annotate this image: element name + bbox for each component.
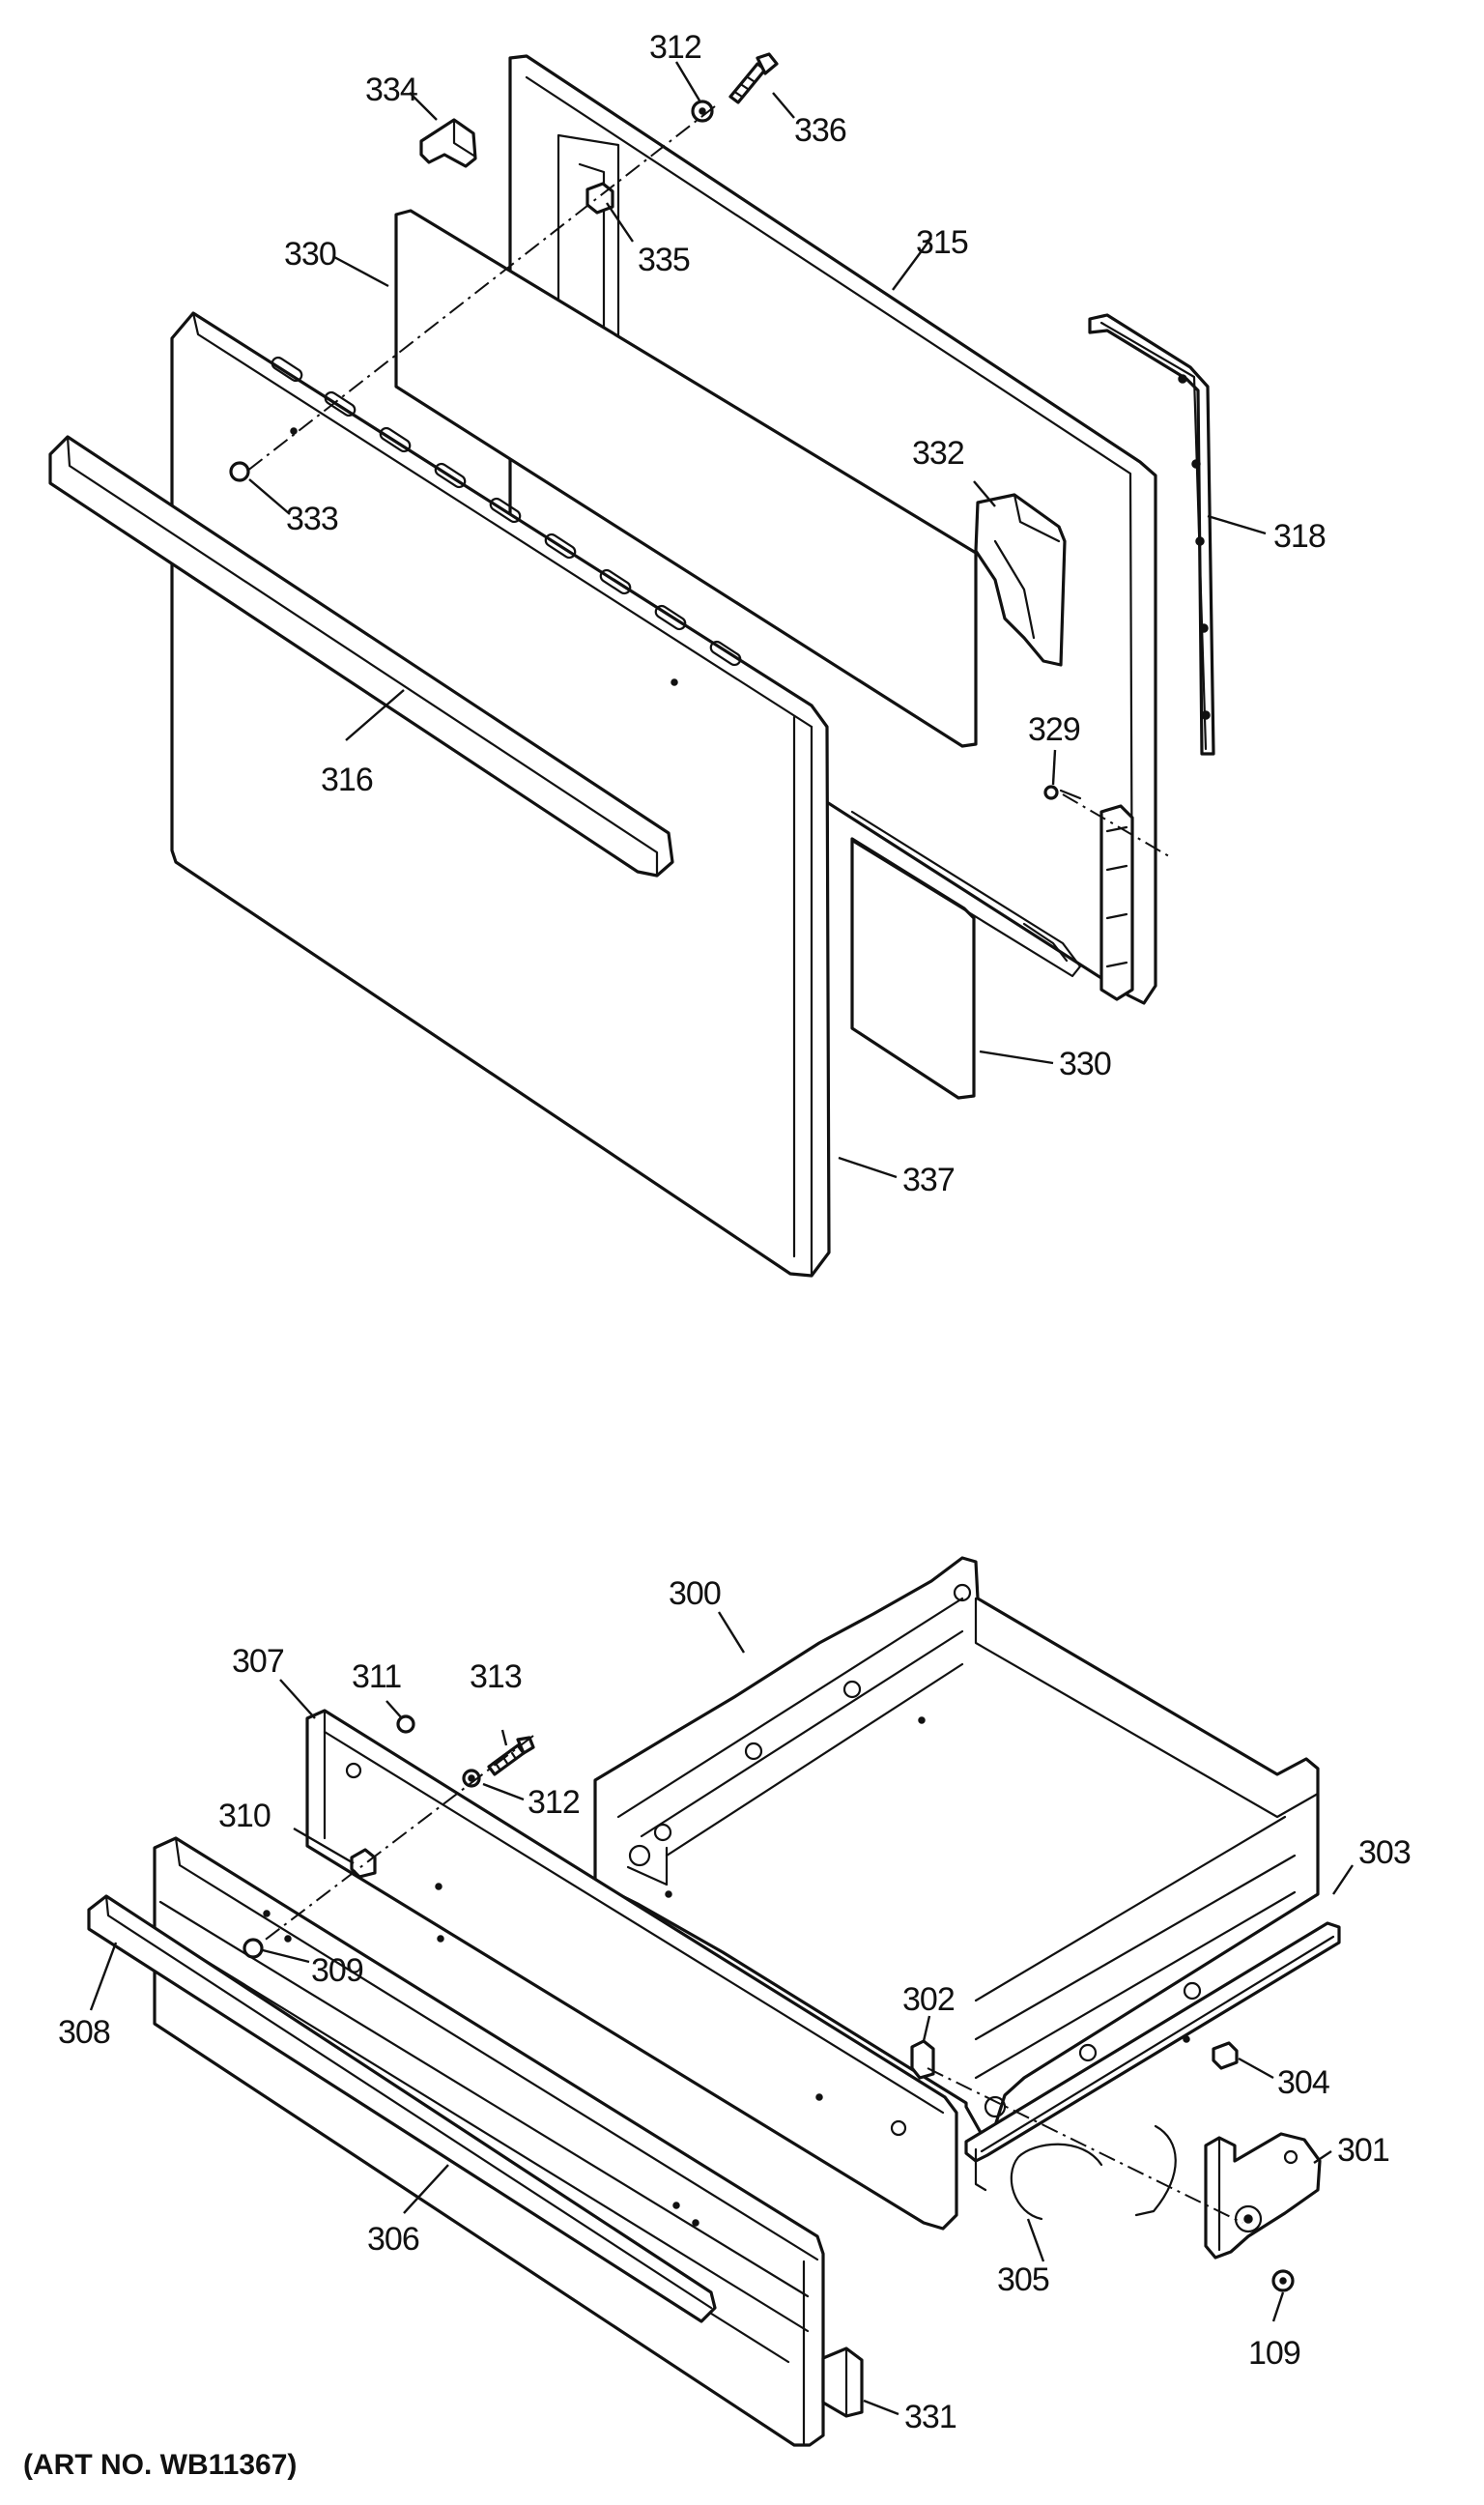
- callout-330-lower: 330: [1059, 1046, 1111, 1082]
- door-vent-slots: [271, 356, 742, 686]
- callout-318: 318: [1273, 518, 1326, 555]
- callout-313: 313: [470, 1658, 522, 1695]
- bracket-331: [821, 2347, 864, 2418]
- assembly-lines-lower: [258, 1735, 1243, 2224]
- stud-302: [910, 2039, 935, 2080]
- callout-308: 308: [58, 2014, 110, 2051]
- screw-309: [243, 1938, 264, 1959]
- leaders-upper: [248, 61, 1267, 1179]
- art-number: (ART NO. WB11367): [23, 2449, 297, 2481]
- washer-312-lower: [462, 1769, 481, 1788]
- drawer-body-300: [593, 1556, 1320, 2140]
- callout-316: 316: [321, 762, 373, 798]
- door-handle-316: [48, 435, 674, 878]
- callout-333: 333: [286, 501, 338, 537]
- drawer-inner-front-307: [305, 1709, 958, 2231]
- callout-307: 307: [232, 1643, 284, 1680]
- callout-334: 334: [365, 72, 417, 108]
- bracket-301: [1204, 2132, 1322, 2260]
- assembly-lines-upper: [245, 105, 1170, 857]
- callout-329: 329: [1028, 711, 1080, 748]
- callout-304: 304: [1277, 2064, 1329, 2101]
- callout-335: 335: [638, 242, 690, 278]
- spacer-311: [396, 1714, 415, 1734]
- insulation-block-332: [974, 493, 1067, 667]
- callout-310: 310: [218, 1798, 271, 1834]
- callout-311: 311: [352, 1658, 401, 1695]
- drawer-handle-308: [87, 1894, 717, 2323]
- screw-333: [229, 461, 250, 482]
- outer-door-panel-337: [170, 311, 831, 1278]
- callout-312-lower: 312: [528, 1784, 580, 1821]
- door-hinge-bracket: [850, 804, 1134, 1001]
- block-304: [1212, 2041, 1239, 2070]
- insulation-panel-330-upper: [394, 209, 978, 748]
- washer-312-upper: [691, 100, 714, 123]
- callout-336: 336: [794, 112, 846, 149]
- callout-301: 301: [1337, 2132, 1389, 2169]
- clip-310: [350, 1848, 377, 1879]
- callout-332: 332: [912, 435, 964, 472]
- callout-306: 306: [367, 2221, 419, 2258]
- callout-305: 305: [997, 2261, 1049, 2298]
- callout-312-upper: 312: [649, 29, 701, 66]
- screw-313: [487, 1736, 535, 1776]
- screw-329: [1043, 785, 1082, 800]
- callout-331: 331: [904, 2399, 956, 2435]
- leaders-lower: [89, 1611, 1354, 2416]
- nut-109: [1271, 2269, 1295, 2292]
- screw-336: [728, 52, 779, 104]
- drawer-rail-303: [964, 1921, 1341, 2192]
- clip-334: [419, 118, 477, 168]
- callout-315: 315: [916, 224, 968, 261]
- callout-300: 300: [669, 1575, 721, 1612]
- callout-309: 309: [311, 1952, 363, 1989]
- callout-302: 302: [902, 1981, 955, 2018]
- callout-109: 109: [1248, 2335, 1300, 2372]
- spring-305: [1010, 2124, 1177, 2221]
- callout-330-upper: 330: [284, 236, 336, 273]
- gasket-strip-318: [1088, 313, 1215, 756]
- callout-303: 303: [1358, 1834, 1411, 1871]
- callout-labels: 312 336 334 335 330 315 332 318 333 329 …: [58, 29, 1412, 2435]
- callout-337: 337: [902, 1162, 955, 1198]
